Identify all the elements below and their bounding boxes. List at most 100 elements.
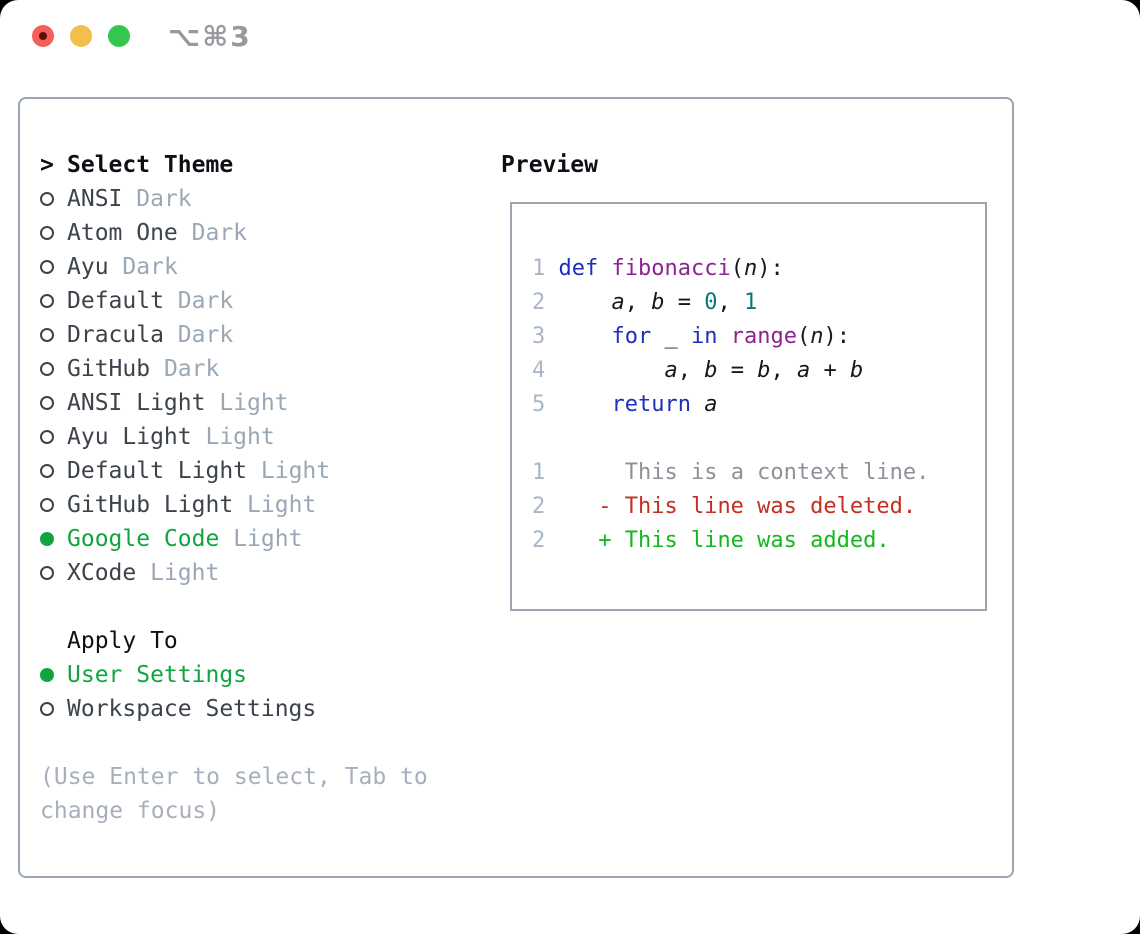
theme-variant: Light	[219, 390, 289, 416]
theme-variant: Light	[260, 458, 331, 484]
code-segment	[545, 460, 624, 485]
code-segment: for	[611, 324, 652, 349]
theme-option-github-light[interactable]: GitHub Light Light	[40, 488, 428, 522]
theme-option-default[interactable]: Default Dark	[40, 284, 428, 318]
code-segment	[545, 528, 598, 553]
theme-option-github[interactable]: GitHub Dark	[40, 352, 428, 386]
theme-option-default-light[interactable]: Default Light Light	[40, 454, 428, 488]
radio-icon	[40, 294, 67, 308]
theme-option-ansi[interactable]: ANSI Dark	[40, 182, 428, 216]
preview-heading: Preview	[501, 152, 598, 178]
code-segment	[545, 290, 611, 315]
code-segment: 0	[704, 290, 718, 315]
code-segment	[545, 358, 664, 383]
theme-name: Default	[67, 288, 164, 314]
radio-icon	[40, 566, 67, 580]
apply-to-header: Apply To	[40, 624, 428, 658]
code-segment: 2	[532, 494, 546, 519]
spacer	[40, 726, 428, 760]
radio-icon	[40, 498, 67, 512]
code-segment: fibonacci	[611, 256, 731, 281]
theme-option-google-code[interactable]: Google Code Light	[40, 522, 428, 556]
theme-option-atom-one[interactable]: Atom One Dark	[40, 216, 428, 250]
code-segment: ,	[770, 358, 797, 383]
code-segment: n	[810, 324, 824, 349]
code-segment: return	[611, 392, 691, 417]
zoom-button[interactable]	[108, 25, 130, 47]
code-segment: b	[651, 290, 665, 315]
theme-variant: Dark	[136, 186, 192, 212]
theme-name: GitHub Light	[67, 492, 234, 518]
code-segment	[691, 392, 704, 417]
theme-option-label: GitHub Dark	[67, 352, 219, 386]
theme-variant: Dark	[177, 322, 234, 348]
code-segment: in	[690, 324, 718, 349]
apply-option-workspace-settings[interactable]: Workspace Settings	[40, 692, 428, 726]
radio-dot-icon	[40, 532, 54, 546]
theme-option-label: XCode Light	[67, 556, 219, 590]
theme-option-ansi-light[interactable]: ANSI Light Light	[40, 386, 428, 420]
radio-icon	[40, 226, 67, 240]
theme-name: ANSI Light	[67, 390, 206, 416]
apply-to-title: Apply To	[67, 628, 178, 654]
theme-option-label: Default Light Light	[67, 454, 330, 488]
code-segment: range	[730, 324, 797, 349]
code-segment: b	[757, 358, 771, 383]
radio-dot-icon	[40, 566, 54, 580]
theme-option-label: Atom One Dark	[67, 216, 247, 250]
code-segment: 2	[532, 290, 546, 315]
apply-option-user-settings[interactable]: User Settings	[40, 658, 428, 692]
code-line: 1 def fibonacci(n):	[532, 252, 929, 286]
radio-dot-icon	[40, 668, 54, 682]
theme-name: GitHub	[67, 356, 151, 382]
code-segment: ):	[823, 324, 850, 349]
close-button[interactable]	[32, 25, 54, 47]
code-segment: + This line was added.	[598, 528, 890, 553]
theme-name: XCode	[67, 560, 137, 586]
cursor-icon: >	[40, 152, 54, 178]
theme-variant: Light	[247, 492, 317, 518]
theme-variant: Light	[205, 424, 275, 450]
radio-dot-icon	[40, 192, 54, 206]
code-segment: a	[704, 392, 718, 417]
radio-dot-icon	[40, 396, 54, 410]
code-segment: =	[664, 290, 705, 315]
radio-dot-icon	[40, 702, 54, 716]
radio-icon	[40, 192, 67, 206]
code-segment: ,	[624, 290, 652, 315]
spacer	[40, 590, 428, 624]
radio-icon	[40, 260, 67, 274]
radio-icon	[40, 396, 67, 410]
select-theme-title: Select Theme	[67, 152, 234, 178]
code-segment	[545, 494, 598, 519]
theme-name: Default Light	[67, 458, 248, 484]
code-segment: 3	[532, 324, 546, 349]
code-segment: 1	[743, 290, 758, 315]
theme-option-xcode[interactable]: XCode Light	[40, 556, 428, 590]
code-line: 2 a, b = 0, 1	[532, 286, 929, 320]
theme-variant: Light	[150, 560, 220, 586]
hint-line: (Use Enter to select, Tab to	[40, 764, 428, 790]
theme-option-dracula[interactable]: Dracula Dark	[40, 318, 428, 352]
radio-icon	[40, 464, 67, 478]
theme-option-label: Dracula Dark	[67, 318, 233, 352]
code-segment: (	[796, 324, 811, 349]
radio-icon	[40, 430, 67, 444]
theme-option-ayu-light[interactable]: Ayu Light Light	[40, 420, 428, 454]
minimize-button[interactable]	[70, 25, 92, 47]
theme-variant: Dark	[177, 288, 234, 314]
hint-line: change focus)	[40, 798, 221, 824]
radio-dot-icon	[40, 328, 54, 342]
theme-option-ayu[interactable]: Ayu Dark	[40, 250, 428, 284]
theme-option-label: GitHub Light Light	[67, 488, 316, 522]
code-line: 5 return a	[532, 388, 929, 422]
theme-variant: Dark	[163, 356, 220, 382]
apply-option-label: User Settings	[67, 662, 248, 688]
radio-dot-icon	[40, 260, 54, 274]
